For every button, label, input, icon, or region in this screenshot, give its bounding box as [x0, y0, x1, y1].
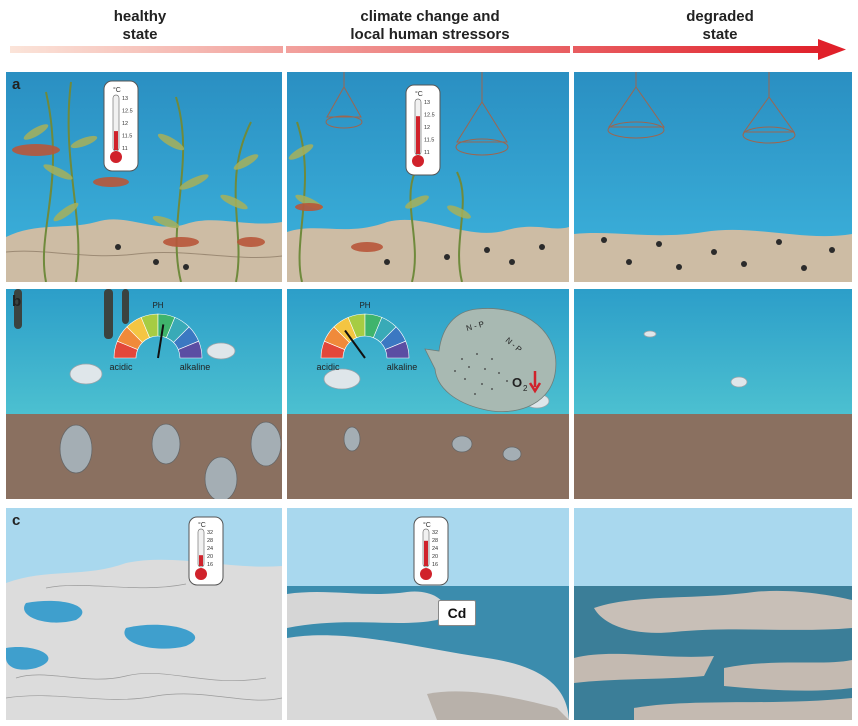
ph-needle: [344, 329, 366, 359]
panel-a-degraded: [574, 72, 852, 282]
row-letter-c: c: [12, 512, 21, 529]
thermo-unit: °C: [113, 86, 121, 94]
nutrient-bubble: N - P N - P O 2: [424, 308, 557, 412]
thermo-tick-label: 16: [207, 562, 213, 568]
panel-a-healthy: [6, 72, 282, 282]
thermo-tick-label: 32: [432, 530, 438, 536]
thermo-tick-label: 16: [432, 562, 438, 568]
thermo-fill: [416, 116, 420, 154]
thermometer-c-stressors: °C 32 28 24 20 16: [413, 516, 449, 586]
thermo-tick-label: 24: [432, 546, 438, 552]
panel-c-degraded: [574, 508, 852, 720]
panel-a-stressors: [287, 72, 569, 282]
thermo-tick-label: 20: [207, 554, 213, 560]
oxygen-down-arrow-icon: [528, 371, 542, 394]
thermo-tick-label: 32: [207, 530, 213, 536]
stage-header: healthy state climate change and local h…: [0, 0, 858, 66]
ph-scale-segment: [384, 340, 410, 359]
ph-title: PH: [152, 301, 163, 310]
panel-b-degraded: [574, 289, 852, 499]
thermo-tick-label: 20: [432, 554, 438, 560]
thermo-tick-label: 12.5: [424, 113, 435, 119]
panel-c-stressors: [287, 508, 569, 720]
cadmium-label-box: Cd: [438, 600, 476, 626]
ph-left-label: acidic: [109, 362, 133, 372]
thermo-tick-label: 12: [424, 125, 430, 131]
thermo-fill: [424, 540, 428, 566]
thermo-tick-label: 11: [122, 146, 128, 152]
thermo-unit: °C: [415, 90, 423, 98]
ph-left-label: acidic: [316, 362, 340, 372]
thermo-tick-label: 11.5: [122, 134, 132, 140]
ph-needle: [157, 324, 165, 359]
ph-gauge-stressors: PH acidic alkaline: [316, 301, 418, 372]
thermometer-c-healthy: °C 32 28 24 20 16: [188, 516, 224, 586]
thermo-tick-label: 13: [424, 100, 430, 106]
row-letter-b: b: [12, 293, 22, 310]
panel-b-healthy: [6, 289, 282, 499]
thermo-unit: °C: [198, 521, 206, 529]
thermo-tick-label: 24: [207, 546, 213, 552]
thermo-fill: [114, 131, 118, 150]
ph-scale-segment: [177, 340, 203, 359]
thermo-tick-label: 28: [207, 538, 213, 544]
panel-c-healthy: [6, 508, 282, 720]
thermo-tick-label: 11.5: [424, 138, 434, 144]
ph-title: PH: [359, 301, 370, 310]
progression-arrow: [10, 39, 846, 60]
thermo-tick-label: 28: [432, 538, 438, 544]
thermo-tick-label: 12.5: [122, 109, 133, 115]
panel-b-stressors: N - P N - P O 2: [287, 289, 569, 499]
thermo-tick-label: 11: [424, 150, 430, 156]
ph-right-label: alkaline: [387, 362, 418, 372]
thermo-tick-label: 13: [122, 96, 128, 102]
stage-label-healthy: healthy state: [113, 8, 167, 43]
stage-label-stressors: climate change and local human stressors: [350, 8, 510, 43]
stage-label-degraded: degraded state: [686, 8, 754, 43]
oxygen-label: O: [512, 375, 522, 390]
oxygen-subscript: 2: [523, 384, 528, 393]
thermometer-a-healthy: °C 13 12.5 12 11.5 11: [103, 80, 139, 172]
ph-gauge-healthy: PH acidic alkaline: [109, 301, 211, 372]
thermo-tick-label: 12: [122, 121, 128, 127]
thermometer-a-stressors: °C 13 12.5 12 11.5 11: [405, 84, 441, 176]
row-letter-a: a: [12, 76, 21, 93]
thermo-unit: °C: [423, 521, 431, 529]
thermo-fill: [199, 555, 203, 566]
ph-right-label: alkaline: [180, 362, 211, 372]
